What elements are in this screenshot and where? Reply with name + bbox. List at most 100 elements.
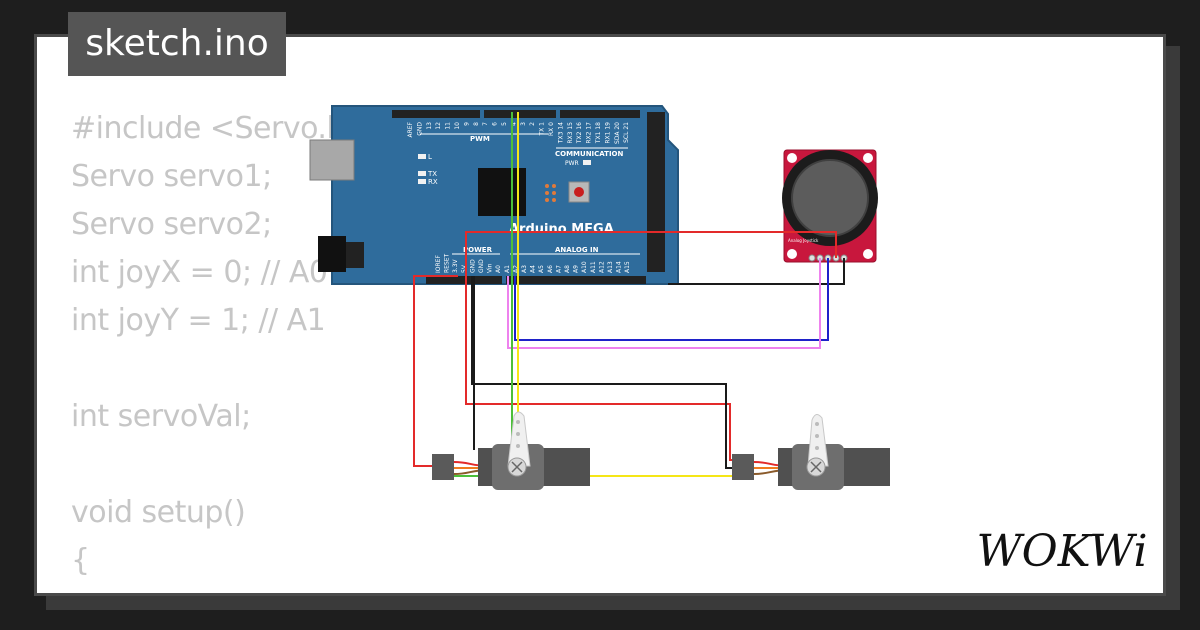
wire-joystick-gnd [668,258,845,285]
bottom-pin-label: A13 [607,261,614,273]
servo-2-horn[interactable] [807,414,829,467]
led-l-label: L [428,153,432,161]
top-pin-label: GND [416,122,423,136]
top-pin-label: 6 [492,122,499,126]
top-pin-label: RX1 19 [604,122,611,144]
code-line: servo1.attach(3); //Digital [71,585,463,593]
bottom-pin-label: A9 [573,265,580,273]
servo-1-horn[interactable] [507,411,531,467]
top-pin-label: 8 [473,122,480,126]
led-l [418,154,426,159]
right-header [647,112,665,272]
top-pin-label: 10 [454,122,461,130]
power-label: POWER [463,246,493,254]
led-rx-label: RX [428,178,438,186]
bottom-pin-label: GND [478,259,485,273]
joystick-knob[interactable] [791,159,869,237]
bottom-pin-label: GND [469,259,476,273]
code-line: { [71,543,90,578]
bottom-pin-label: IOREF [435,255,442,273]
bottom-pin-label: RESET [444,253,451,273]
bottom-pin-label: A4 [530,265,537,273]
bottom-pin-label: A11 [590,261,597,273]
pwr-led-label: PWR [565,160,579,167]
code-line: Servo servo2; [71,207,272,242]
frame-shadow-right [1166,46,1180,600]
servo-2[interactable] [732,414,890,490]
wokwi-logo-text: WOKWi [976,526,1147,577]
top-pin-label: SCL 21 [623,122,630,143]
led-rx [418,179,426,184]
wire-joystick-vcc [465,231,837,461]
top-pin-label: RX 0 [548,122,555,136]
top-pin-label: 12 [435,122,442,130]
power-header [426,276,502,284]
icsp-header [545,184,556,202]
top-pin-label: 5 [501,122,508,126]
code-line: int joyX = 0; // A0 [71,255,328,290]
analog-header [506,276,646,284]
frame-shadow-bottom [46,596,1180,610]
top-pin-label: TX1 18 [595,122,602,144]
top-pin-label: 3 [520,122,527,126]
top-pin-label: TX2 16 [576,122,583,144]
top-header-1 [392,110,480,118]
code-line: Servo servo1; [71,159,272,194]
servo-1-connector [432,454,454,480]
bottom-pin-label: A1 [504,265,511,273]
file-name-tab[interactable]: sketch.ino [68,12,286,76]
wire-joystick-vry [507,258,821,349]
bottom-pin-label: A15 [624,261,631,273]
bottom-pin-label: A6 [547,265,554,273]
top-header-2 [484,110,556,118]
bottom-pin-label: A2 [512,265,519,273]
bottom-pin-label: A14 [616,261,623,273]
code-line: void setup() [71,495,246,530]
top-pin-label: 11 [445,122,452,130]
communication-label: COMMUNICATION [555,150,624,158]
top-pin-label: 7 [482,122,489,126]
arduino-mega-board[interactable]: L TX RX PWR PWM COMMUNICATION Arduino ME… [309,105,679,285]
bottom-pin-label: 3.3V [452,258,459,273]
code-line: int joyY = 1; // A1 [71,303,326,338]
top-pin-label: 9 [463,122,470,126]
bottom-pin-label: 5V [461,264,468,273]
led-tx-label: TX [427,170,437,178]
top-pin-label: 2 [529,122,536,126]
board-name: Arduino MEGA [509,222,614,237]
bottom-pin-label: A10 [581,261,588,273]
servo-1[interactable] [432,411,590,490]
usb-port [309,139,355,181]
wire-joystick-vrx [514,258,829,341]
led-pwr [583,160,591,165]
joystick-label: Analog Joystick [788,238,819,243]
top-pin-label: TX 1 [539,122,546,137]
top-pin-label: RX2 17 [586,122,593,144]
bottom-pin-label: A5 [538,265,545,273]
wire-servo1-vcc [413,275,458,467]
code-line: int servoVal; [71,399,251,434]
power-jack [318,236,346,272]
bottom-pin-label: A12 [598,261,605,273]
led-tx [418,171,426,176]
top-pin-label: 13 [426,122,433,130]
bottom-pin-label: A0 [495,265,502,273]
top-pin-label: SDA 20 [614,122,621,144]
bottom-pin-label: A8 [564,265,571,273]
bottom-pin-label: A7 [555,265,562,273]
wokwi-logo: WOKWi [976,526,1147,577]
top-pin-label: 4 [510,122,517,126]
analog-joystick[interactable]: Analog Joystick [782,149,878,263]
bottom-pin-label: Vin [487,263,494,273]
servo-2-connector [732,454,754,480]
top-pin-label: RX3 15 [567,122,574,144]
top-pin-label: TX3 14 [557,122,564,144]
pwm-label: PWM [470,135,490,143]
top-pin-label: AREF [407,121,414,137]
analog-label: ANALOG IN [555,246,599,254]
top-header-3 [560,110,640,118]
bottom-pin-label: A3 [521,265,528,273]
